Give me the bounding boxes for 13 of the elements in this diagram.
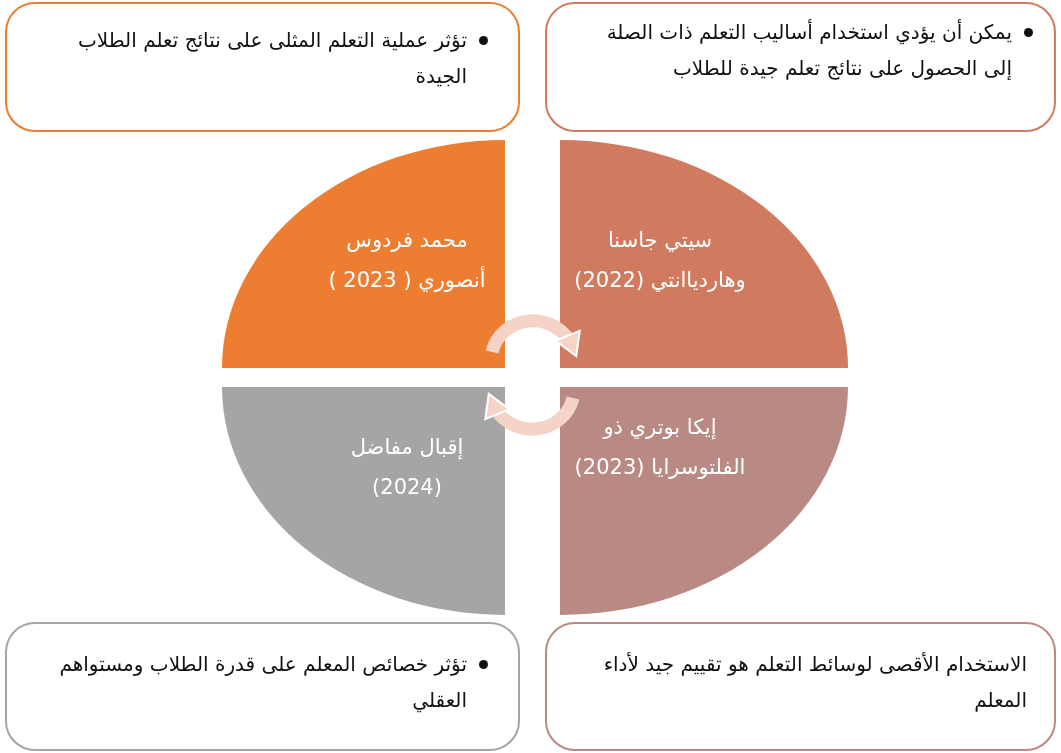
- author-year-text: إيكا بوتري ذو الفلتوسرايا (2023): [573, 414, 747, 481]
- finding-text: تؤثر خصائص المعلم على قدرة الطلاب ومستواهم العقلي: [58, 651, 467, 715]
- text-card: [5, 2, 520, 132]
- author-year-text: محمد فردوس أنصوري ( 2023 ): [327, 227, 487, 294]
- text-card: [545, 2, 1056, 132]
- author-year-text: سيتي جاسنا وهاردياانتي (2022): [573, 227, 747, 294]
- finding-text: الاستخدام الأقصى لوسائط التعلم هو تقييم جيد لأداء المعلم: [602, 651, 1027, 714]
- finding-text: يمكن أن يؤدي استخدام أساليب التعلم ذات الصلة إلى الحصول على نتائج تعلم جيدة للطلاب: [605, 18, 1012, 82]
- cycle-arrow: [485, 314, 580, 357]
- text-card: [5, 622, 520, 751]
- finding-text: تؤثر عملية التعلم المثلى على نتائج تعلم الطلاب الجيدة: [76, 27, 467, 90]
- author-year-text: إقبال مفاضل (2024): [349, 434, 465, 501]
- text-card: [545, 622, 1056, 751]
